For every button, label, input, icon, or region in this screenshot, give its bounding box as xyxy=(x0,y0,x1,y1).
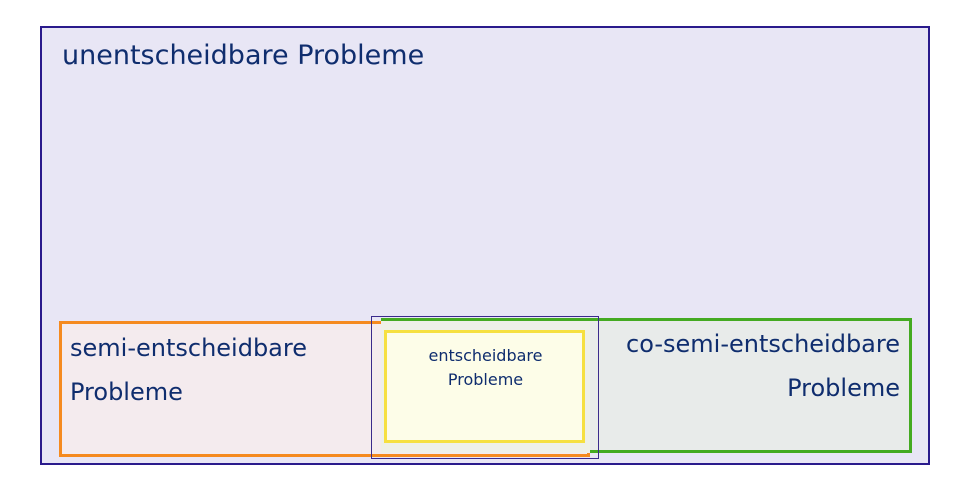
semi-decidable-problems-label: semi-entscheidbare Probleme xyxy=(70,326,307,414)
co-semi-decidable-label-line2: Probleme xyxy=(787,374,900,402)
co-semi-decidable-problems-label: co-semi-entscheidbare Probleme xyxy=(626,322,900,410)
decidable-label-line1: entscheidbare xyxy=(428,346,543,365)
decidable-problems-box xyxy=(384,330,585,443)
decidable-outline-frame xyxy=(371,316,599,459)
semi-decidable-label-line2: Probleme xyxy=(70,378,183,406)
co-semi-decidable-label-line1: co-semi-entscheidbare xyxy=(626,330,900,358)
undecidable-problems-label: unentscheidbare Probleme xyxy=(62,40,425,71)
decidable-problems-label: entscheidbare Probleme xyxy=(388,344,583,392)
semi-decidable-label-line1: semi-entscheidbare xyxy=(70,334,307,362)
decidable-label-line2: Probleme xyxy=(447,370,524,389)
